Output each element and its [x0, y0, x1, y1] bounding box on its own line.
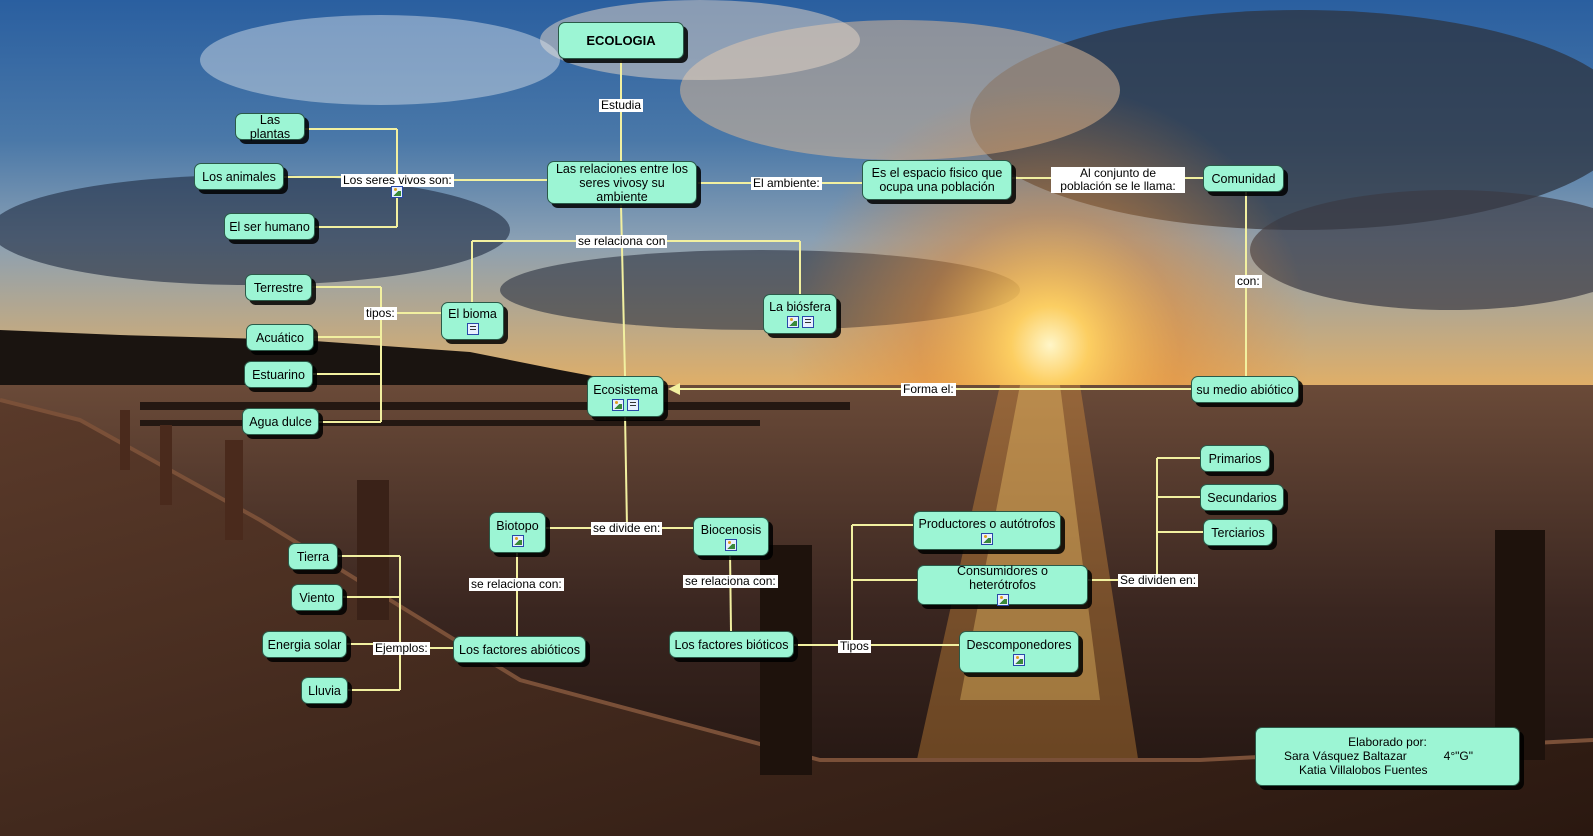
node-label: Los animales [202, 170, 276, 184]
node-label: Los factores bióticos [675, 638, 789, 652]
credits-heading: Elaborado por: [1266, 735, 1509, 749]
node-descomponedores[interactable]: Descomponedores [959, 631, 1079, 673]
credits-author-1: Sara Vásquez Baltazar [1284, 749, 1407, 763]
node-label: Biocenosis [701, 523, 761, 537]
document-resource-icon[interactable] [467, 323, 479, 335]
node-el-bioma[interactable]: El bioma [441, 302, 504, 340]
node-viento[interactable]: Viento [291, 584, 343, 611]
node-primarios[interactable]: Primarios [1200, 445, 1270, 472]
node-label: Primarios [1209, 452, 1262, 466]
node-label: Terciarios [1211, 526, 1265, 540]
node-label: La biósfera [769, 300, 831, 314]
document-resource-icon[interactable] [802, 316, 814, 328]
node-biocenosis[interactable]: Biocenosis [693, 517, 769, 556]
node-label: Agua dulce [249, 415, 312, 429]
image-resource-icon[interactable] [1013, 654, 1025, 666]
image-resource-icon[interactable] [612, 399, 624, 411]
node-terciarios[interactable]: Terciarios [1203, 519, 1273, 546]
node-factores-bioticos[interactable]: Los factores bióticos [669, 631, 794, 658]
node-las-plantas[interactable]: Las plantas [235, 113, 305, 140]
node-estuarino[interactable]: Estuarino [244, 361, 313, 388]
node-label: Viento [299, 591, 334, 605]
node-el-ser-humano[interactable]: El ser humano [224, 213, 315, 240]
credits-author-2: Katia Villalobos Fuentes [1266, 763, 1509, 777]
link-se-dividen-en: Se dividen en: [1118, 574, 1198, 587]
node-label: Energia solar [268, 638, 342, 652]
node-label: ECOLOGIA [586, 34, 655, 48]
node-ecosistema[interactable]: Ecosistema [587, 376, 664, 417]
link-ejemplos: Ejemplos: [373, 642, 430, 655]
node-lluvia[interactable]: Lluvia [301, 677, 348, 704]
credits-group: 4°"G" [1444, 749, 1473, 763]
node-los-animales[interactable]: Los animales [194, 163, 284, 190]
node-agua-dulce[interactable]: Agua dulce [242, 408, 319, 435]
node-label: Biotopo [496, 519, 538, 533]
node-label: Secundarios [1207, 491, 1277, 505]
node-label: Estuarino [252, 368, 305, 382]
node-label: El ser humano [229, 220, 310, 234]
node-label: Acuático [256, 331, 304, 345]
node-relaciones[interactable]: Las relaciones entre los seres vivosy su… [547, 161, 697, 204]
node-label: Descomponedores [967, 638, 1072, 652]
node-energia-solar[interactable]: Energia solar [262, 631, 347, 658]
node-label: su medio abiótico [1196, 383, 1293, 397]
node-la-biosfera[interactable]: La biósfera [763, 294, 837, 334]
image-resource-icon[interactable] [981, 533, 993, 545]
link-forma-el: Forma el: [901, 383, 956, 396]
node-label: Consumidores o heterótrofos [922, 564, 1083, 592]
node-label: Productores o autótrofos [919, 517, 1056, 531]
link-tipos-bioma: tipos: [364, 307, 397, 320]
node-label: Terrestre [254, 281, 303, 295]
link-se-relaciona-con-biocenosis: se relaciona con: [683, 575, 778, 588]
node-acuatico[interactable]: Acuático [246, 324, 314, 351]
node-label: Los factores abióticos [459, 643, 580, 657]
image-resource-icon[interactable] [787, 316, 799, 328]
node-comunidad[interactable]: Comunidad [1203, 165, 1284, 192]
link-conjunto: Al conjunto de población se le llama: [1051, 167, 1185, 193]
node-label: Las relaciones entre los seres vivosy su… [552, 162, 692, 204]
node-label: Es el espacio fisico que ocupa una pobla… [867, 166, 1007, 194]
image-resource-icon[interactable] [512, 535, 524, 547]
node-label: Tierra [297, 550, 329, 564]
link-con: con: [1235, 275, 1262, 288]
node-label: Comunidad [1212, 172, 1276, 186]
node-productores[interactable]: Productores o autótrofos [913, 511, 1061, 550]
node-consumidores[interactable]: Consumidores o heterótrofos [917, 565, 1088, 605]
link-tipos-bioticos: Tipos [838, 640, 871, 653]
image-resource-icon[interactable] [997, 594, 1009, 606]
image-resource-icon[interactable] [725, 539, 737, 551]
node-ecologia[interactable]: ECOLOGIA [558, 22, 684, 59]
node-secundarios[interactable]: Secundarios [1200, 484, 1284, 511]
node-tierra[interactable]: Tierra [288, 543, 338, 570]
document-resource-icon[interactable] [627, 399, 639, 411]
link-se-divide-en: se divide en: [591, 522, 662, 535]
node-label: Lluvia [308, 684, 341, 698]
node-label: El bioma [448, 307, 497, 321]
link-estudia: Estudia [599, 99, 643, 112]
node-factores-abioticos[interactable]: Los factores abióticos [453, 636, 586, 663]
node-espacio-fisico[interactable]: Es el espacio fisico que ocupa una pobla… [862, 160, 1012, 200]
link-se-relaciona-con: se relaciona con [576, 235, 667, 248]
node-label: Las plantas [240, 113, 300, 141]
image-resource-icon[interactable] [391, 186, 403, 198]
credits-box: Elaborado por: Sara Vásquez Baltazar 4°"… [1255, 727, 1520, 786]
node-biotopo[interactable]: Biotopo [489, 512, 546, 553]
node-label: Ecosistema [593, 383, 658, 397]
node-medio-abiotico[interactable]: su medio abiótico [1191, 376, 1299, 403]
arrowhead-icon [668, 383, 680, 395]
link-se-relaciona-con-biotopo: se relaciona con: [469, 578, 564, 591]
node-terrestre[interactable]: Terrestre [245, 274, 312, 301]
link-ambiente: El ambiente: [751, 177, 822, 190]
